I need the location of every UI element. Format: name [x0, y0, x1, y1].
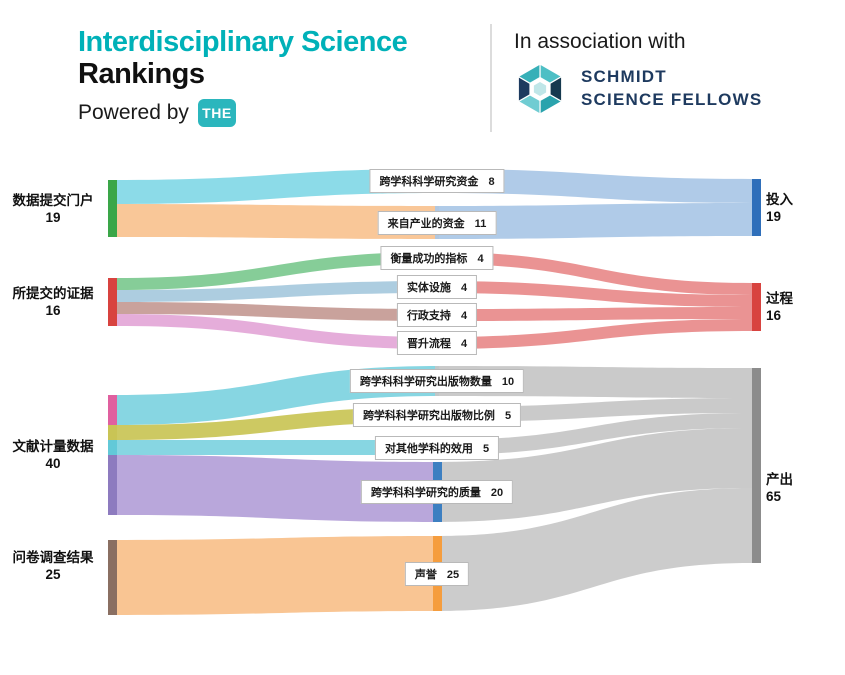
sankey-flow-right — [435, 307, 752, 321]
schmidt-logo-facet — [517, 62, 541, 84]
sankey-source-node — [108, 455, 117, 515]
sankey-target-node — [752, 368, 761, 563]
sankey-source-node — [108, 540, 117, 615]
sankey-flow-left — [117, 440, 439, 455]
sankey-flow-left — [117, 252, 439, 290]
powered-by: Powered by THE — [78, 99, 236, 127]
sankey-mid-node — [433, 462, 442, 522]
schmidt-wordmark-line1: SCHMIDT — [581, 67, 667, 87]
divider — [490, 24, 492, 132]
sankey-flow-right — [435, 281, 752, 307]
the-logo-icon: THE — [197, 99, 236, 127]
page-title-line1: Interdisciplinary Science — [78, 26, 408, 58]
sankey-target-node — [752, 179, 761, 236]
sankey-flow-right — [435, 203, 752, 239]
sankey-flow-left — [117, 536, 439, 615]
schmidt-logo-center — [533, 82, 547, 96]
sankey-flow-left — [117, 314, 439, 349]
sankey-flow-left — [117, 455, 439, 522]
sankey-target-node — [752, 283, 761, 331]
sankey-flow-right — [435, 319, 752, 349]
sankey-flow-right — [435, 413, 752, 455]
sankey-flow-left — [117, 302, 439, 321]
sankey-flow-right — [435, 428, 752, 522]
sankey-source-node — [108, 395, 117, 425]
sankey-mid-node — [433, 536, 442, 611]
sankey-flow-right — [435, 169, 752, 203]
sankey-source-node — [108, 425, 117, 440]
page-title-line2: Rankings — [78, 58, 205, 90]
sankey-source-node — [108, 180, 117, 237]
schmidt-block: SCHMIDT SCIENCE FELLOWS — [512, 58, 762, 120]
schmidt-logo-icon — [517, 62, 563, 116]
sankey-flow-left — [117, 281, 439, 302]
sankey-flow-right — [435, 252, 752, 295]
sankey-source-node — [108, 440, 117, 455]
schmidt-wordmark-line2: SCIENCE FELLOWS — [581, 90, 763, 109]
sankey-flow-left — [117, 204, 439, 239]
sankey-flow-left — [117, 169, 439, 204]
sankey-source-node — [108, 278, 117, 326]
sankey-flow-right — [435, 488, 752, 611]
association-text: In association with — [514, 30, 686, 53]
sankey-flow-right — [435, 366, 752, 398]
powered-by-text: Powered by — [78, 101, 189, 124]
schmidt-wordmark: SCHMIDT SCIENCE FELLOWS — [581, 66, 762, 112]
